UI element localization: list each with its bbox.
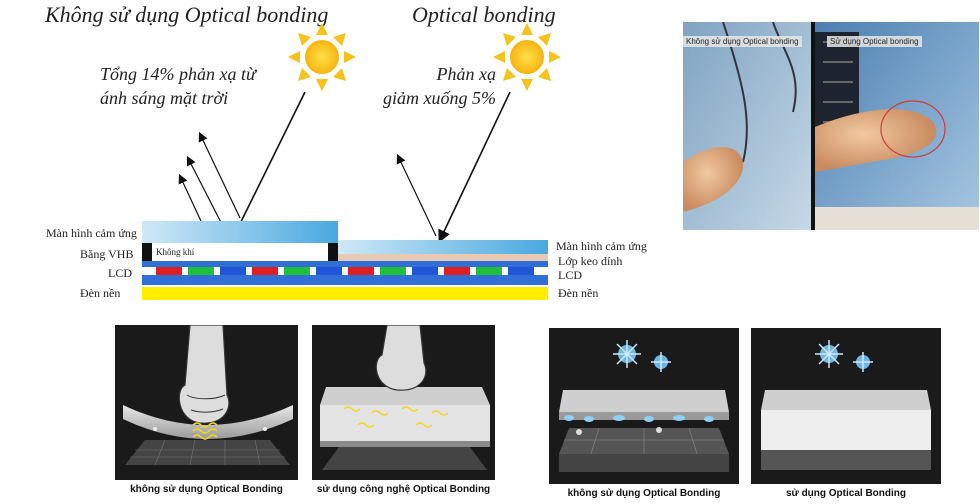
impact-without-art: [123, 325, 293, 466]
adhesive-layer: [338, 254, 548, 261]
snowflake-icon-lines: [613, 340, 671, 372]
air-gap: [152, 243, 328, 261]
label-touch-right: Màn hình cảm ứng: [556, 239, 647, 253]
right-reflection-note: Phản xạ giảm xuống 5%: [370, 62, 496, 110]
finger-left: [683, 147, 744, 212]
touch-glass-left: [142, 221, 338, 243]
label-adhesive: Lớp keo dính: [558, 254, 623, 268]
incoming-light-left: [230, 91, 306, 243]
caption-impact-with: sử dụng công nghệ Optical Bonding: [316, 484, 491, 495]
lcd-pixel-row: [142, 267, 548, 275]
fog-panel-without: [549, 328, 739, 484]
left-title: Không sử dụng Optical bonding: [45, 2, 329, 27]
right-note-line-1: Phản xạ: [436, 64, 496, 84]
photo-comparison: Không sử dụng Optical bonding Sử dụng Op…: [683, 22, 979, 230]
label-air-gap: Không khí: [156, 247, 195, 257]
photo-label-right: Sử dụng Optical bonding: [827, 36, 922, 47]
reflection-ray-right: [396, 153, 437, 237]
left-note-line-1: Tổng 14% phản xạ từ: [100, 64, 256, 84]
touch-glass-right: [338, 240, 548, 254]
caption-impact-without: không sử dụng Optical Bonding: [130, 484, 283, 495]
impact-with-art: [320, 325, 490, 470]
caption-fog-without: không sử dụng Optical Bonding: [567, 488, 721, 499]
backlight-layer: [142, 287, 548, 300]
sun-icon-left: [288, 23, 356, 91]
vhb-tape-right: [328, 243, 338, 261]
left-reflection-note: Tổng 14% phản xạ từ ánh sáng mặt trời: [100, 62, 256, 110]
label-backlight-left: Đèn nền: [80, 286, 121, 300]
fog-without-art: [559, 340, 729, 472]
incoming-light-right: [438, 91, 511, 243]
finger-right: [815, 109, 937, 172]
label-vhb: Băng VHB: [80, 247, 134, 261]
reflection-ray-1: [198, 131, 241, 219]
fog-panel-with: [751, 328, 941, 484]
right-title: Optical bonding: [412, 2, 556, 27]
lcd-bottom-layer: [142, 275, 548, 285]
photo-label-left: Không sử dụng Optical bonding: [683, 36, 802, 47]
left-note-line-2: ánh sáng mặt trời: [100, 88, 229, 108]
label-lcd-right: LCD: [558, 268, 582, 282]
highlight-circle: [880, 100, 946, 158]
label-lcd-left: LCD: [108, 266, 132, 280]
bonding-layer-diagram: [142, 23, 561, 300]
label-backlight-right: Đèn nền: [558, 286, 599, 300]
fog-with-art: [761, 340, 931, 470]
vhb-tape-left: [142, 243, 152, 261]
sun-icon-right: [493, 23, 561, 91]
right-note-line-2: giảm xuống 5%: [383, 88, 496, 108]
lcd-top-layer: [142, 261, 548, 267]
impact-panel-with: [312, 325, 495, 480]
label-touch-left: Màn hình cảm ứng: [46, 226, 137, 240]
caption-fog-with: sử dụng Optical Bonding: [785, 488, 906, 499]
impact-panel-without: [115, 325, 298, 480]
photo-comparison-art: [683, 22, 979, 230]
